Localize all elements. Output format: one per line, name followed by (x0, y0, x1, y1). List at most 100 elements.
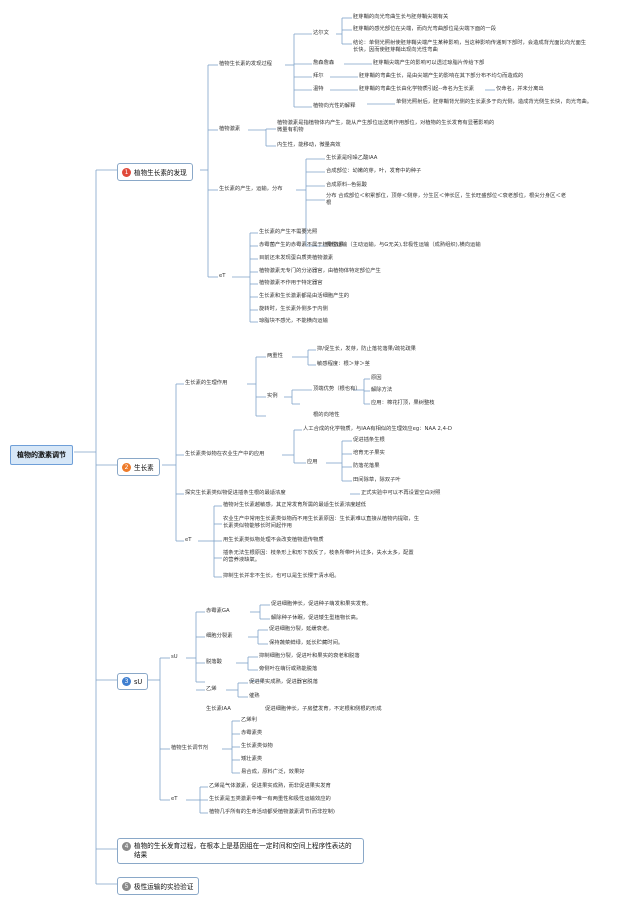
node-optimal-concentration-experiment[interactable]: 探究生长素类似物促进插条生根的最适浓度 (185, 490, 286, 496)
et-item[interactable]: 旋转时，生长素外侧多于内侧 (259, 306, 328, 312)
branch-auxin-discovery[interactable]: 1 植物生长素的发现 (117, 163, 193, 181)
node-boysen-jensen[interactable]: 詹森詹森 (313, 60, 335, 66)
node-darwin[interactable]: 达尔文 (313, 30, 329, 36)
node-discovery-process[interactable]: 植物生长素的发现过程 (219, 61, 272, 67)
node-cytokinin[interactable]: 细胞分裂素 (206, 633, 233, 639)
use-item[interactable]: 田间除草，除双子叶 (353, 477, 401, 483)
darwin-item[interactable]: 结论：单侧光照射使胚芽鞘尖端产生某种影响，当这种影响传递到下部时，会造成背光面比… (353, 40, 587, 54)
root-topic[interactable]: 植物的激素调节 (10, 445, 73, 465)
synth-item[interactable]: 合成原料--色氨酸 (326, 182, 367, 188)
darwin-item[interactable]: 胚芽鞘的感光部位在尖端，而向光弯曲部位是尖端下面的一段 (353, 26, 497, 32)
hormone-item[interactable]: 植物激素是指植物体内产生，能从产生部位运送到作用部位，对植物的生长发育有显著影响… (277, 120, 495, 134)
node-ethylene[interactable]: 乙烯 (206, 686, 217, 692)
et-item[interactable]: 植物几乎所有的生命活动都受植物激素调节(而非控制) (209, 809, 335, 815)
et-item[interactable]: 插条无法生根原因：枝条形上和形下放反了，枝条所带叶片过多，失水太多，配置的营养液… (223, 550, 414, 564)
explanation-item[interactable]: 单侧光照射后，胚芽鞘背光侧的生长素多于向光侧，造成背光侧生长快，向光弯曲。 (396, 99, 592, 105)
agri-item[interactable]: 人工合成的化学物质，与IAA有相似的生理效应eg：NAA 2,4-D (303, 426, 452, 432)
node-applications[interactable]: 应用 (307, 459, 318, 465)
node-phototropism-explanation[interactable]: 植物向光性的解释 (313, 103, 356, 109)
node-plant-hormone[interactable]: 植物激素 (219, 126, 241, 132)
regulator-item[interactable]: 易合成，原料广泛，效果好 (241, 769, 305, 775)
node-production-transport-distribution[interactable]: 生长素的产生，运输，分布 (219, 186, 283, 192)
apical-item[interactable]: 应用：棉花打顶，果树整枝 (371, 400, 435, 406)
apical-item[interactable]: 解除方法 (371, 387, 393, 393)
node-examples[interactable]: 实例 (267, 393, 278, 399)
ck-item[interactable]: 促进细胞分裂，延缓衰老。 (269, 626, 333, 632)
et-item[interactable]: 琼脂块不感光，不能横向运输 (259, 318, 328, 324)
regulator-item[interactable]: 生长素类似物 (241, 743, 273, 749)
boysen-item[interactable]: 胚芽鞘尖端产生的影响可以透过琼脂片传给下部 (373, 60, 485, 66)
aba-item[interactable]: 旁侧叶在萌衍或熟能脱落 (259, 666, 318, 672)
ck-item[interactable]: 保持蔬菜鲜绿，延长贮藏时间。 (269, 640, 344, 646)
darwin-item[interactable]: 胚芽鞘的向光弯曲生长与胚芽鞘尖端有关 (353, 14, 449, 20)
use-item[interactable]: 防落花落果 (353, 463, 380, 469)
hormone-item[interactable]: 内生性，能移动，微量高效 (277, 142, 341, 148)
eth-item[interactable]: 促进果实成熟，促进器官脱落 (249, 679, 318, 685)
node-su[interactable]: sU (171, 654, 178, 660)
branch-other-hormones[interactable]: 3 sU (117, 673, 149, 690)
et-item[interactable]: 生长素和生长激素都是由活细胞产生的 (259, 293, 350, 299)
synth-item[interactable]: 极性运输（主动运输，与G无关),非极性运输（成熟组织),横向运输 (326, 242, 481, 248)
number-badge-1: 1 (122, 167, 131, 177)
branch-label: 极性运输的实验验证 (134, 883, 194, 891)
branch-auxin[interactable]: 2 生长素 (117, 458, 160, 476)
use-item[interactable]: 促进插条生根 (353, 437, 385, 443)
number-badge-3: 3 (122, 677, 131, 686)
aba-item[interactable]: 抑制细胞分裂，促进叶和果实的衰老和脱落 (259, 653, 360, 659)
branch-label: 植物的生长发育过程，在根本上是基因组在一定时间和空间上程序性表达的结果 (134, 842, 352, 859)
et-item[interactable]: 农业生产中常用生长素类似物而不用生长素原因：生长素难以直接从植物内提取，生长素类… (223, 516, 419, 530)
node-apical-dominance[interactable]: 顶端优势（根也有） (313, 386, 361, 392)
et-item[interactable]: 生长素的产生不需要光照 (259, 229, 318, 235)
went-item[interactable]: 胚芽鞘的弯曲生长由化学物质引起--命名为生长素 (359, 86, 475, 92)
ga-item[interactable]: 解除种子休眠，促进矮生型植物长高。 (271, 615, 362, 621)
branch-label: 植物生长素的发现 (134, 169, 187, 177)
synth-item[interactable]: 合成部位：幼嫩的芽，叶，发育中的种子 (326, 168, 422, 174)
number-badge-5: 5 (122, 881, 131, 891)
duality-item[interactable]: 敏感程度：根＞芽＞茎 (317, 361, 370, 367)
number-badge-2: 2 (122, 462, 131, 472)
ga-item[interactable]: 促进细胞伸长，促进种子萌发和果实发育。 (271, 601, 372, 607)
node-et[interactable]: eT (171, 796, 178, 802)
synth-item[interactable]: 分布 合成部位＜积累部位，顶芽＜侧芽，分生区＜伸长区，生长旺盛部位＜衰老部位，根… (326, 193, 567, 207)
regulator-item[interactable]: 矮壮素类 (241, 756, 263, 762)
duality-item[interactable]: 抑/促生长，发芽，防止落花落果/疏花疏果 (317, 346, 416, 352)
et-item[interactable]: 乙烯是气体激素，促进果实成熟，而非促进果实发育 (209, 783, 331, 789)
node-abscisic-acid[interactable]: 脱落酸 (206, 659, 222, 665)
node-duality[interactable]: 两重性 (267, 353, 283, 359)
branch-gene-expression[interactable]: 4 植物的生长发育过程，在根本上是基因组在一定时间和空间上程序性表达的结果 (117, 838, 364, 864)
node-paal[interactable]: 拜尔 (313, 73, 324, 79)
eth-item[interactable]: 催熟 (249, 693, 260, 699)
went-note[interactable]: 仅命名，并未分离出 (496, 86, 544, 92)
branch-label: sU (134, 677, 143, 686)
et-item[interactable]: 抑制生长并非不生长，也可以是生长慢于清水组。 (223, 573, 340, 579)
node-iaa[interactable]: 生长素IAA (206, 706, 231, 712)
node-growth-regulators[interactable]: 植物生长调节剂 (171, 745, 209, 751)
node-et[interactable]: eT (219, 273, 226, 279)
et-item[interactable]: 植物激素不作用于特定器官 (259, 280, 323, 286)
number-badge-4: 4 (122, 842, 131, 851)
et-item[interactable]: 植物激素无专门的分泌器官，由植物体特定部位产生 (259, 268, 381, 274)
use-item[interactable]: 培育无子果实 (353, 450, 385, 456)
regulator-item[interactable]: 乙烯利 (241, 717, 257, 723)
explore-item[interactable]: 正式实验中可以不再设置空白对照 (361, 490, 441, 496)
branch-label: 生长素 (134, 464, 154, 472)
apical-item[interactable]: 原因 (371, 375, 382, 381)
node-gibberellin[interactable]: 赤霉素GA (206, 608, 230, 614)
et-item[interactable]: 用生长素类似物处理不会改变植物遗传物质 (223, 537, 324, 543)
branch-polar-transport-experiment[interactable]: 5 极性运输的实验验证 (117, 877, 200, 895)
node-physiological-effects[interactable]: 生长素的生理作用 (185, 380, 228, 386)
synth-item[interactable]: 生长素是吲哚乙酸IAA (326, 155, 378, 161)
et-item[interactable]: 生长素是五类激素中唯一有两重性和极性运输效应的 (209, 796, 331, 802)
iaa-item[interactable]: 促进细胞伸长，子房壁发育，不定根和侧根的形成 (265, 706, 382, 712)
et-item[interactable]: 目前还未发现蛋白质类植物激素 (259, 255, 334, 261)
regulator-item[interactable]: 赤霉素类 (241, 730, 263, 736)
et-item[interactable]: 赤霉菌产生的赤霉素不属于植物激素 (259, 242, 344, 248)
node-root-gravitropism[interactable]: 根的向地性 (313, 412, 340, 418)
node-went[interactable]: 温特 (313, 86, 324, 92)
paal-item[interactable]: 胚芽鞘的弯曲生长，是由尖端产生的影响在其下部分布不均匀而造成的 (359, 73, 524, 79)
node-et[interactable]: eT (185, 537, 192, 543)
et-item[interactable]: 植物对生长素越敏感，其正常发育所需的最适生长素浓度越低 (223, 502, 367, 508)
node-agricultural-application[interactable]: 生长素类似物在农业生产中的应用 (185, 451, 265, 457)
